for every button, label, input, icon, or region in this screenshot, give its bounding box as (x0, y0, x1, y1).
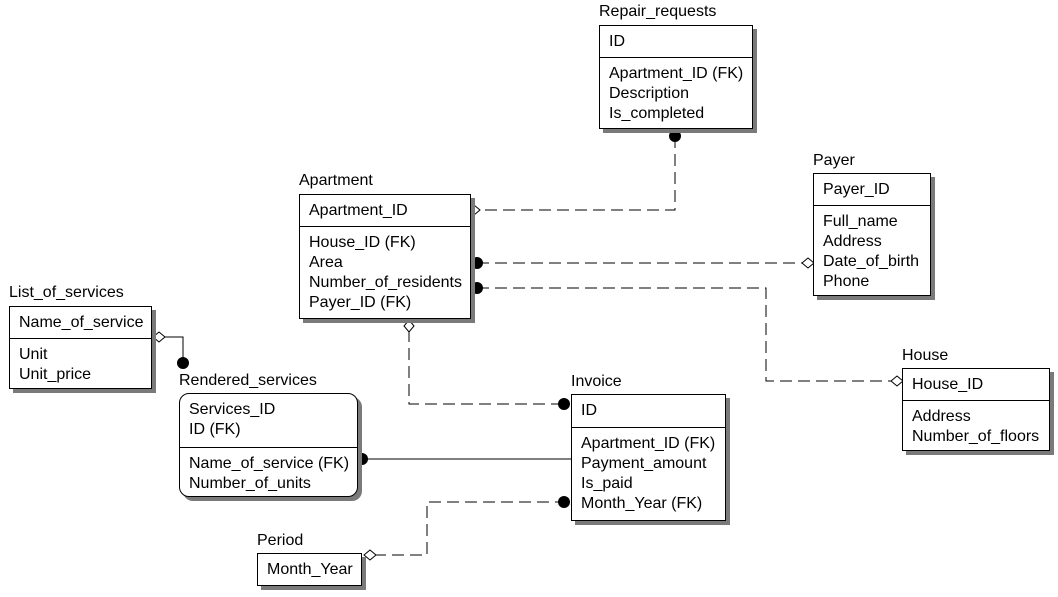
primary-key-field: ID (609, 33, 625, 50)
attribute-field: Number_of_units (189, 475, 311, 492)
apartment-to-invoice-many-end-dot (558, 398, 570, 410)
entity-title: Period (257, 532, 304, 549)
attribute-field: Payer_ID (FK) (309, 294, 412, 311)
attribute-field: Description (609, 85, 690, 102)
primary-key-field: Name_of_service (19, 314, 144, 331)
attribute-field: Month_Year (FK) (581, 495, 703, 512)
attribute-field: Payment_amount (581, 455, 707, 472)
entity-title: Apartment (299, 172, 373, 189)
attribute-field: Unit_price (19, 366, 92, 383)
entity-title: House (902, 347, 949, 364)
house-to-apartment-many-end-dot (471, 282, 483, 294)
attribute-field: Number_of_residents (309, 274, 462, 291)
entity-title: List_of_services (9, 284, 124, 301)
attribute-field: Is_completed (609, 105, 705, 122)
primary-key-field: Services_ID (189, 401, 276, 418)
primary-key-field: Month_Year (267, 561, 353, 578)
list-of-services-to-rendered-services-line (164, 336, 184, 363)
list-of-services-to-rendered-services-many-end-dot (177, 357, 189, 369)
primary-key-field: ID (FK) (189, 421, 241, 438)
attribute-field: Unit (19, 346, 48, 363)
apartment-to-invoice-optional-end-diamond (403, 319, 415, 333)
period-to-invoice-optional-end-diamond (363, 549, 377, 561)
repair-requests-to-apartment-many-end-dot (669, 130, 681, 142)
attribute-field: Area (309, 254, 343, 271)
attribute-field: Address (912, 408, 971, 425)
house-to-apartment-line (477, 287, 895, 382)
entity-title: Rendered_services (179, 372, 317, 389)
attribute-field: Is_paid (581, 475, 633, 492)
primary-key-field: House_ID (912, 376, 984, 393)
attribute-field: Name_of_service (FK) (189, 455, 350, 472)
repair-requests-to-apartment-line (478, 136, 676, 211)
attribute-field: Phone (823, 273, 870, 290)
entity-title: Payer (813, 152, 855, 169)
attribute-field: Apartment_ID (FK) (581, 435, 716, 452)
repair-requests-to-apartment-optional-end-diamond (467, 204, 481, 216)
attribute-field: Full_name (823, 213, 898, 230)
primary-key-field: Apartment_ID (309, 202, 408, 219)
primary-key-field: ID (581, 402, 597, 419)
invoice-to-rendered-services-many-end-dot (356, 453, 368, 465)
apartment-to-invoice-line (408, 330, 564, 405)
period-to-invoice-line (374, 501, 564, 556)
attribute-field: Date_of_birth (823, 253, 920, 270)
period-to-invoice-many-end-dot (558, 496, 570, 508)
attribute-field: Apartment_ID (FK) (609, 65, 744, 82)
entity-title: Invoice (571, 373, 622, 390)
list-of-services-to-rendered-services-optional-end-diamond (152, 331, 166, 343)
attribute-field: Address (823, 233, 882, 250)
payer-to-apartment-many-end-dot (471, 257, 483, 269)
attribute-field: House_ID (FK) (309, 234, 416, 251)
primary-key-field: Payer_ID (823, 181, 890, 198)
entity-title: Repair_requests (599, 3, 717, 20)
attribute-field: Number_of_floors (912, 428, 1040, 445)
